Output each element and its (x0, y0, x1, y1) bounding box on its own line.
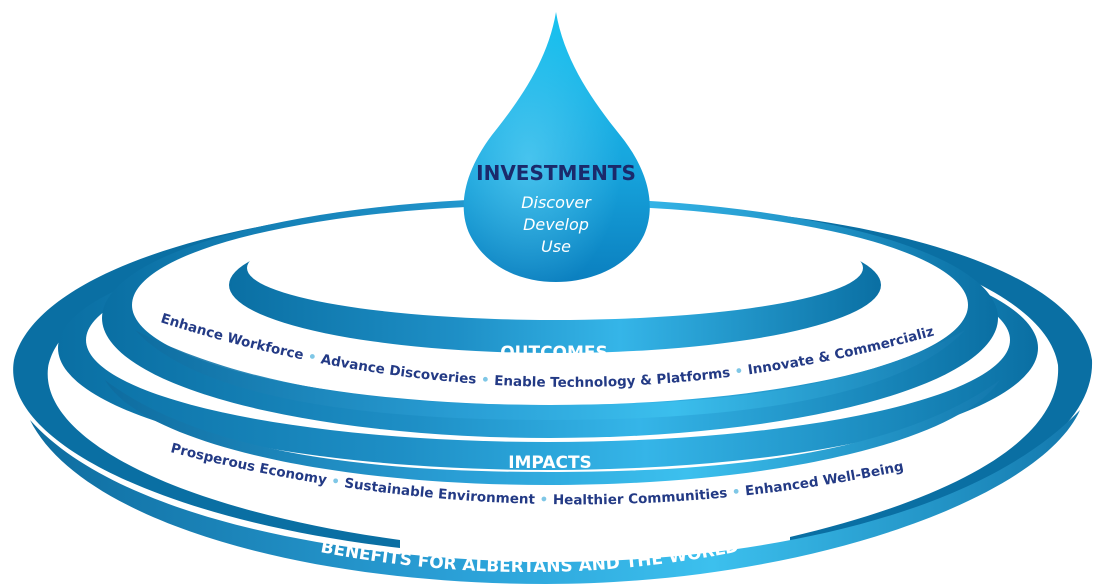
outcomes-label: OUTCOMES (500, 343, 608, 363)
benefits-band (30, 410, 1080, 584)
water-drop (463, 12, 650, 282)
impact-item: Healthier Communities (553, 485, 728, 508)
drop-line-discover: Discover (521, 193, 592, 212)
outcomes-band (135, 330, 965, 420)
investments-title: INVESTMENTS (476, 161, 636, 185)
drop-line-develop: Develop (523, 215, 589, 234)
impacts-band (105, 380, 1000, 485)
impacts-label: IMPACTS (508, 453, 592, 473)
drop-line-use: Use (541, 237, 571, 256)
